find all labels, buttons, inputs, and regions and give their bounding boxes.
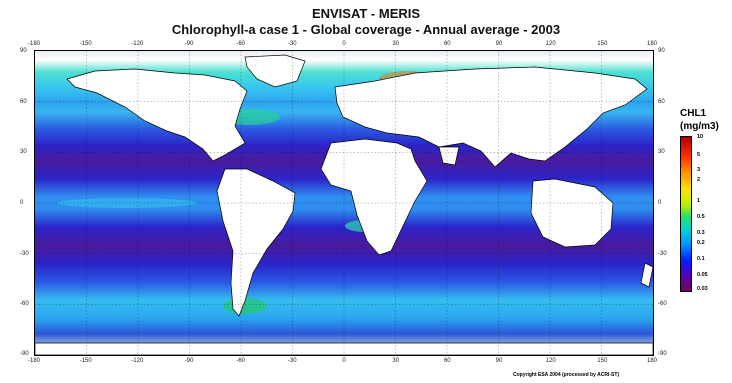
colorbar-label: 10 [697, 134, 704, 140]
lon-tick-bottom: 150 [597, 358, 608, 364]
map-subtitle: Chlorophyll-a case 1 - Global coverage -… [171, 22, 561, 37]
lat-tick-right: -30 [658, 250, 667, 257]
colorbar-title-line2: (mg/m3) [680, 121, 719, 132]
lon-tick-top: -90 [184, 41, 194, 47]
colorbar-label: 0.2 [697, 240, 705, 246]
lon-tick-top: -60 [236, 41, 246, 47]
lon-tick-top: -120 [131, 41, 144, 47]
lon-tick-top: -150 [79, 41, 92, 47]
lat-tick-left: 90 [20, 48, 27, 54]
lat-tick-left: -60 [20, 301, 29, 308]
world-map-layer [35, 51, 653, 355]
lon-tick-bottom: 0 [342, 358, 346, 364]
lat-tick-left: 60 [20, 98, 27, 105]
copyright-credit: Copyright ESA 2004 (processed by ACRI-ST… [513, 372, 620, 378]
lon-tick-bottom: -120 [131, 358, 144, 364]
lat-tick-right: 0 [658, 200, 662, 206]
colorbar-label: 0.05 [697, 272, 708, 278]
lat-tick-right: -90 [658, 351, 667, 357]
africa-land [320, 138, 428, 256]
lon-tick-top: -180 [27, 41, 41, 47]
australia-land [530, 178, 614, 248]
lat-tick-left: -30 [20, 250, 29, 257]
lon-tick-top: -30 [287, 41, 297, 47]
map-title: ENVISAT - MERIS [311, 6, 421, 21]
lon-tick-top: 180 [646, 41, 658, 47]
lat-tick-left: 30 [20, 149, 27, 156]
lat-tick-right: -60 [658, 301, 667, 308]
colorbar-title: CHL1 (mg/m3) [680, 107, 719, 133]
colorbar-title-line1: CHL1 [680, 108, 707, 119]
lat-tick-right: 60 [658, 98, 665, 105]
lon-tick-bottom: 90 [495, 358, 503, 364]
new-zealand-land [640, 262, 653, 288]
colorbar-label: 3 [697, 167, 701, 173]
south-america-land [216, 168, 296, 317]
lon-tick-top: 120 [545, 41, 556, 47]
lon-tick-bottom: 60 [443, 358, 451, 364]
lon-tick-bottom: -150 [79, 358, 92, 364]
colorbar-label: 1 [697, 198, 701, 204]
lon-tick-top: 150 [597, 41, 608, 47]
colorbar-label: 0.5 [697, 214, 705, 220]
arabia-land [438, 146, 460, 166]
greenland-land [244, 54, 306, 88]
colorbar [680, 136, 692, 292]
lon-tick-top: 60 [443, 41, 451, 47]
lon-tick-top: 0 [342, 41, 346, 47]
lon-tick-top: 30 [392, 41, 400, 47]
north-america-land [66, 68, 248, 162]
colorbar-label: 5 [697, 152, 701, 158]
lat-tick-right: 90 [658, 48, 665, 54]
eurasia-land [334, 66, 648, 168]
lon-tick-bottom: -60 [236, 358, 246, 364]
lat-tick-right: 30 [658, 149, 665, 156]
lon-tick-bottom: -90 [184, 358, 194, 364]
lon-tick-bottom: 180 [646, 358, 658, 364]
lat-tick-left: 0 [20, 200, 24, 206]
colorbar-label: 0.1 [697, 256, 705, 262]
colorbar-label: 0.3 [697, 230, 705, 236]
graticule [35, 51, 653, 355]
lon-tick-bottom: -180 [27, 358, 41, 364]
colorbar-label: 0.03 [697, 286, 708, 292]
lon-tick-bottom: -30 [287, 358, 297, 364]
lon-tick-bottom: 120 [545, 358, 556, 364]
lon-tick-top: 90 [495, 41, 503, 47]
colorbar-label: 2 [697, 177, 701, 183]
lon-tick-bottom: 30 [392, 358, 400, 364]
lat-tick-left: -90 [20, 351, 29, 357]
chlorophyll-map [34, 50, 654, 356]
